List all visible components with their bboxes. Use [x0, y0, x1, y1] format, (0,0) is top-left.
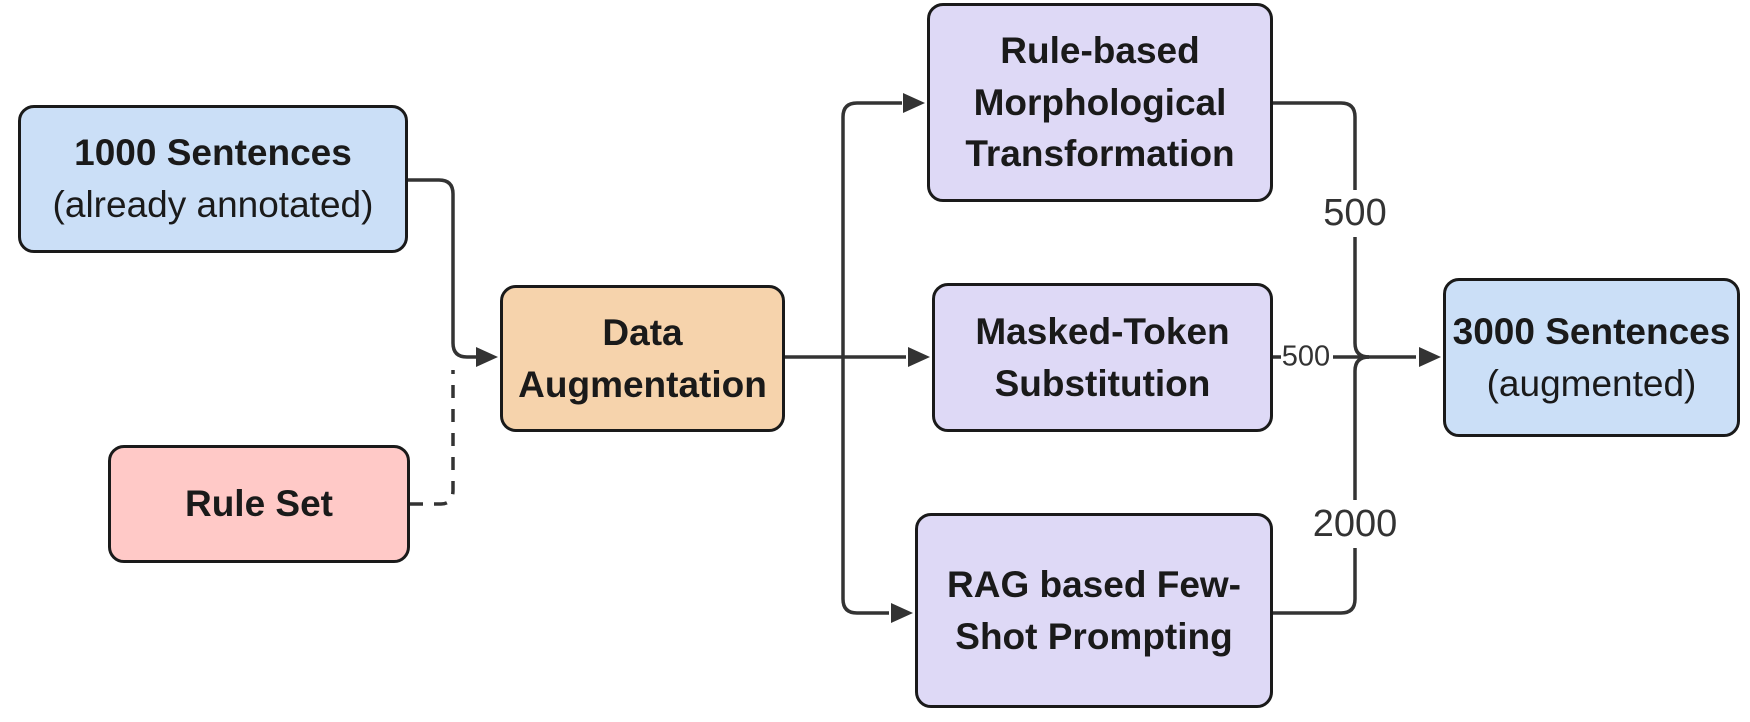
node-rag-title: RAG based Few- Shot Prompting — [947, 563, 1241, 657]
edge-ruleset-to-augmentation — [410, 370, 455, 506]
edge-label-morphological-count: 500 — [1323, 192, 1387, 234]
node-morphological: Rule-based Morphological Transformation — [927, 3, 1273, 202]
arrowhead-morphological — [903, 93, 925, 113]
edge-augmentation-to-morphological — [841, 101, 902, 357]
node-output-title: 3000 Sentences — [1452, 310, 1731, 352]
edge-rag-to-output — [1272, 355, 1370, 615]
node-source-subtitle: (already annotated) — [52, 184, 374, 225]
edge-source-to-augmentation — [408, 178, 476, 359]
arrowhead-masked — [908, 347, 930, 367]
node-masked-title: Masked-Token Substitution — [975, 310, 1230, 404]
node-output-subtitle: (augmented) — [1486, 362, 1697, 404]
node-ruleset-title: Rule Set — [184, 483, 334, 525]
node-augmentation-title: Data Augmentation — [518, 311, 767, 405]
node-rag: RAG based Few- Shot Prompting — [915, 513, 1273, 708]
node-source: 1000 Sentences (already annotated) — [18, 105, 408, 253]
node-morphological-title: Rule-based Morphological Transformation — [965, 29, 1235, 175]
arrowhead-output — [1419, 347, 1441, 367]
node-augmentation: Data Augmentation — [500, 285, 785, 432]
arrowhead-augmentation — [476, 347, 498, 367]
edge-label-masked-count: 500 — [1281, 340, 1331, 373]
node-output: 3000 Sentences (augmented) — [1443, 278, 1740, 437]
node-source-title: 1000 Sentences — [74, 132, 352, 174]
edge-augmentation-to-rag — [841, 357, 889, 615]
node-masked: Masked-Token Substitution — [932, 283, 1273, 432]
edge-label-rag-count: 2000 — [1312, 503, 1398, 545]
arrowhead-rag — [891, 603, 913, 623]
node-ruleset: Rule Set — [108, 445, 410, 563]
